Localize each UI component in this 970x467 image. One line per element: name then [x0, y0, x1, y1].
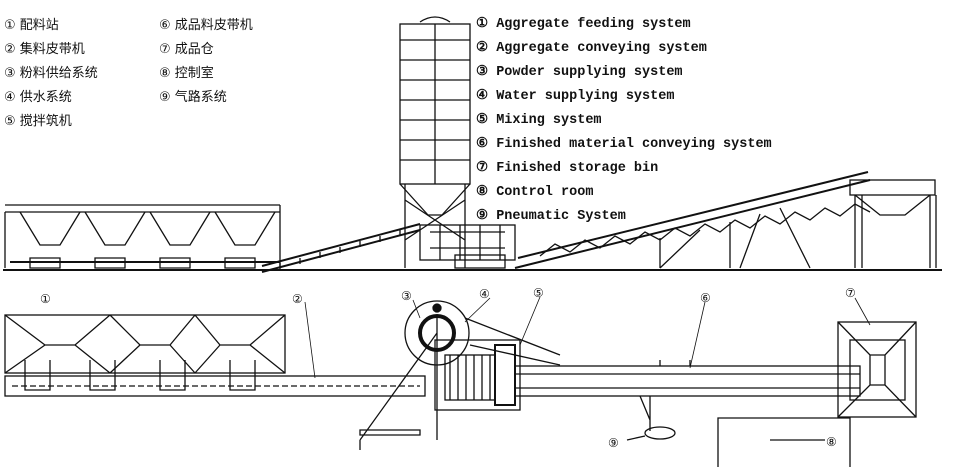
legend-cn-7: ⑦ 成品仓 [159, 42, 214, 57]
aggregate-bins-elevation [4, 204, 281, 269]
legend-cn-3: ③ 粉料供给系统 [4, 66, 98, 81]
legend-cn-8: ⑧ 控制室 [159, 66, 214, 81]
plan-view: ① ② ③ ④ ⑤ ⑥ ⑦ ⑧ ⑨ [4, 286, 917, 467]
plan-label-5: ⑤ [533, 286, 544, 300]
control-room-plan [717, 417, 851, 467]
legend-cn-2: ② 集料皮带机 [4, 42, 85, 57]
legend-en-4: ④ Water supplying system [476, 89, 675, 104]
legend-en-6: ⑥ Finished material conveying system [476, 137, 772, 152]
plan-label-6: ⑥ [700, 291, 711, 305]
plan-label-7: ⑦ [845, 286, 856, 300]
legend-en-9: ⑨ Pneumatic System [476, 209, 626, 224]
legend-en-3: ③ Powder supplying system [476, 65, 683, 80]
legend-cn-4: ④ 供水系统 [4, 90, 72, 105]
aggregate-conveyor-plan [4, 375, 426, 397]
mixer-elevation [419, 224, 516, 269]
legend-en-7: ⑦ Finished storage bin [476, 161, 659, 176]
finished-conveyor-plan [514, 360, 861, 431]
aggregate-bins-plan [4, 314, 286, 391]
mixer-plan [434, 339, 521, 411]
plan-label-2: ② [292, 292, 303, 306]
storage-bin-elevation [849, 179, 937, 268]
storage-bin-plan [837, 321, 917, 418]
plan-label-4: ④ [479, 287, 490, 301]
pneumatic-tank-plan [626, 426, 676, 441]
plan-labels: ① ② ③ ④ ⑤ ⑥ ⑦ ⑧ ⑨ [40, 286, 856, 450]
leader-lines [304, 296, 871, 379]
legend-en-2: ② Aggregate conveying system [476, 41, 707, 56]
plan-label-1: ① [40, 292, 51, 306]
legend-cn-6: ⑥ 成品料皮带机 [159, 18, 253, 33]
plan-label-3: ③ [401, 289, 412, 303]
legend-cn-1: ① 配料站 [4, 18, 59, 33]
finished-conveyor-elevation [514, 171, 871, 269]
legend-en-8: ⑧ Control room [476, 185, 594, 200]
elevation-view [3, 16, 942, 273]
plan-label-8: ⑧ [826, 435, 837, 449]
powder-silo-elevation [399, 16, 471, 268]
aggregate-conveyor-elevation [261, 223, 421, 273]
legend-cn-5: ⑤ 搅拌筑机 [4, 114, 72, 129]
legend-cn-9: ⑨ 气路系统 [159, 90, 227, 105]
legend-en-5: ⑤ Mixing system [476, 113, 602, 128]
plan-label-9: ⑨ [608, 436, 619, 450]
legend-en-1: ① Aggregate feeding system [476, 17, 691, 32]
